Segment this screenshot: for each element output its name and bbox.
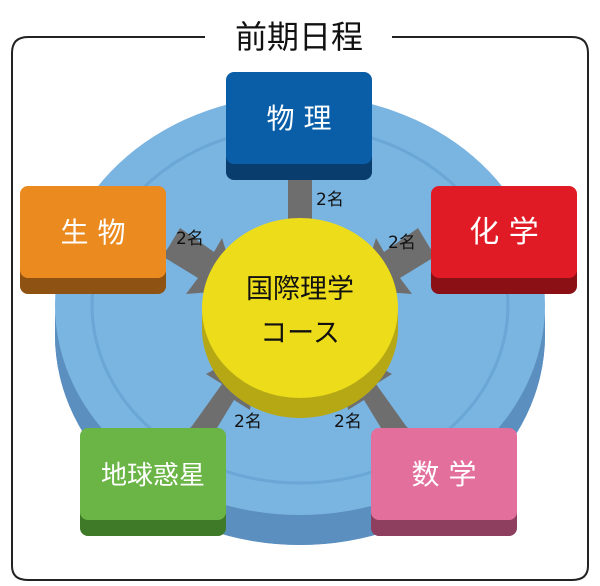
count-physics: 2名 xyxy=(316,190,344,210)
node-chemistry-label: 化 学 xyxy=(469,215,539,250)
count-labels: 2名 2名 2名 2名 2名 xyxy=(176,190,416,432)
node-physics: 物 理 xyxy=(226,72,372,180)
node-physics-label: 物 理 xyxy=(267,102,332,135)
node-earth-face xyxy=(80,428,226,520)
center-hub: 国際理学 コース xyxy=(202,218,398,418)
node-earth: 地球惑星 xyxy=(80,428,226,536)
frame-border xyxy=(11,36,589,581)
node-chemistry: 化 学 xyxy=(431,186,577,294)
count-biology: 2名 xyxy=(176,229,204,249)
frame: 前期日程 xyxy=(11,18,589,581)
node-math-label: 数 学 xyxy=(412,458,477,491)
node-physics-face xyxy=(226,72,372,164)
node-math-face xyxy=(371,428,517,520)
center-label-line1: 国際理学 xyxy=(246,274,354,305)
node-chemistry-face xyxy=(431,186,577,278)
center-hub-top xyxy=(202,218,398,398)
node-earth-label: 地球惑星 xyxy=(101,461,205,491)
count-math: 2名 xyxy=(334,412,362,432)
frame-title: 前期日程 xyxy=(235,18,363,56)
subject-nodes: 物 理 化 学 生 物 地球惑星 数 学 xyxy=(20,72,577,536)
node-biology-face xyxy=(20,186,166,278)
center-label-line2: コース xyxy=(260,318,340,349)
node-biology-label: 生 物 xyxy=(61,216,126,249)
node-biology: 生 物 xyxy=(20,186,166,294)
count-earth: 2名 xyxy=(234,412,262,432)
count-chemistry: 2名 xyxy=(388,233,416,253)
node-math: 数 学 xyxy=(371,428,517,536)
